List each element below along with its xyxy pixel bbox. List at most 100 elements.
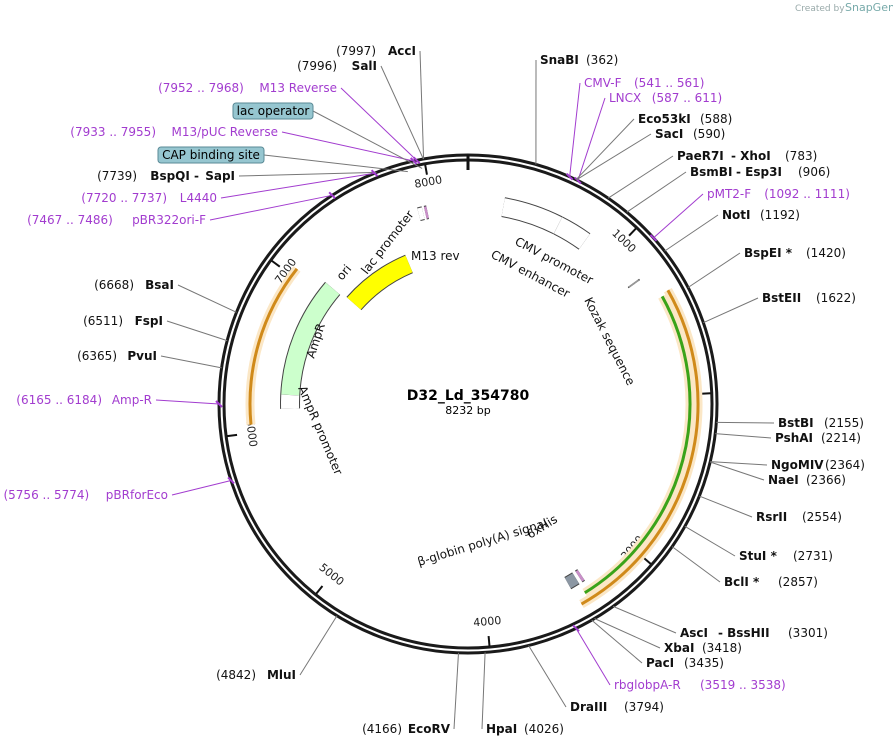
brand-created-by: Created by <box>795 4 845 14</box>
enzyme-position: (588) <box>700 112 732 126</box>
enzyme-position: (783) <box>785 149 817 163</box>
leader-line <box>155 399 220 405</box>
enzyme-label-mlui: MluI <box>267 668 296 682</box>
leader-line <box>709 461 765 481</box>
enzyme-position: (3435) <box>684 656 724 670</box>
leader-line <box>419 50 425 160</box>
primer-label-cmv-f: CMV-F <box>584 76 622 90</box>
tick-label: 5000 <box>317 561 347 589</box>
enzyme-position: (2857) <box>778 575 818 589</box>
primer-label-pbr322ori-f: pBR322ori-F <box>132 213 206 227</box>
enzyme-label-bsmbi: BsmBI <box>690 165 732 179</box>
primer-range-lncx: (587 .. 611) <box>652 91 722 105</box>
leader-line <box>171 479 232 496</box>
enzyme-position: (2155) <box>824 416 864 430</box>
enzyme-position: (4842) <box>216 668 256 682</box>
leader-line <box>577 97 606 181</box>
primer-label-rbglobpa-r: rbglobpA-R <box>614 678 681 692</box>
leader-line <box>710 461 768 466</box>
enzyme-label-snabi: SnaBI <box>540 53 579 67</box>
leader-line <box>699 495 753 518</box>
feature-kozak-sequence <box>628 279 640 288</box>
enzyme-label-bspqi: BspQI - <box>150 169 199 183</box>
enzyme-label-acci: AccI <box>388 44 416 58</box>
plasmid-size: 8232 bp <box>445 404 490 417</box>
feature-label-ori: ori <box>334 262 355 283</box>
enzyme-label-ecorv: EcoRV <box>408 722 451 736</box>
leader-line <box>664 214 719 252</box>
enzyme-position: (6668) <box>94 278 134 292</box>
feature-ampr <box>281 282 340 396</box>
enzyme-label-saci: SacI <box>655 127 683 141</box>
leader-line <box>591 619 643 664</box>
enzyme-position: (1192) <box>760 208 800 222</box>
tick-mark <box>487 635 491 647</box>
primer-range-m13-reverse: (7952 .. 7968) <box>158 81 244 95</box>
enzyme-position: (4026) <box>524 722 564 736</box>
leader-line <box>575 628 611 686</box>
label-leader-lines <box>155 50 775 730</box>
enzyme-position: (590) <box>693 127 725 141</box>
orf-arc <box>580 289 700 606</box>
leader-line <box>687 252 741 288</box>
enzyme-position: (7996) <box>297 59 337 73</box>
primer-range-m13-puc-reverse: (7933 .. 7955) <box>70 125 156 139</box>
primer-site-mark <box>215 400 223 408</box>
primer-label-m13-puc-reverse: M13/pUC Reverse <box>172 125 279 139</box>
enzyme-position: (3794) <box>624 700 664 714</box>
leader-line <box>453 652 459 730</box>
primer-site-mark <box>574 176 582 185</box>
primer-site-mark <box>649 234 658 242</box>
feature-cmv-promoter <box>553 217 590 249</box>
enzyme-position: (2731) <box>793 549 833 563</box>
enzyme-position: (3301) <box>788 626 828 640</box>
feature-label-kozak: Kozak sequence <box>581 295 637 388</box>
leader-line <box>340 87 418 161</box>
enzyme-label-noti: NotI <box>722 208 751 222</box>
enzyme-label-bsshii: - BssHII <box>718 626 770 640</box>
enzyme-label-bspei: BspEI * <box>744 246 793 260</box>
enzyme-label-naei: NaeI <box>768 473 799 487</box>
enzyme-label-fspi: FspI <box>135 314 163 328</box>
enzyme-label-bstbi: BstBI <box>778 416 814 430</box>
enzyme-position: (3418) <box>702 641 742 655</box>
leader-line <box>607 155 674 199</box>
enzyme-label-hpai: HpaI <box>486 722 517 736</box>
primer-range-rbglobpa-r: (3519 .. 3538) <box>700 678 786 692</box>
enzyme-label-paer7i: PaeR7I <box>677 149 724 163</box>
primer-range-cmv-f: (541 .. 561) <box>634 76 704 90</box>
leader-line <box>177 284 237 313</box>
feature-globin-poly-a-signal <box>564 573 580 589</box>
boxed-feature-cap-binding-site: CAP binding site <box>162 148 260 162</box>
orf-arc <box>248 267 299 425</box>
feature-ori <box>347 255 413 310</box>
leader-line <box>715 433 772 439</box>
orf-arcs <box>245 266 703 608</box>
tick-label: 4000 <box>473 614 502 629</box>
leader-line <box>626 171 687 213</box>
tick-mark <box>315 585 324 595</box>
primer-label-amp-r: Amp-R <box>112 393 152 407</box>
enzyme-label-bcli: BclI * <box>724 575 760 589</box>
enzyme-label-sali: SalI <box>352 59 377 73</box>
enzyme-position: (906) <box>798 165 830 179</box>
leader-line <box>380 65 424 160</box>
primer-range-pbrforeco: (5756 .. 5774) <box>3 488 89 502</box>
leader-line <box>299 615 338 676</box>
leader-line <box>684 525 736 557</box>
enzyme-position: (7997) <box>336 44 376 58</box>
leader-line <box>166 320 228 342</box>
primer-site-mark <box>328 191 336 200</box>
primer-site-mark <box>412 156 421 165</box>
feature-label-ampr-promoter: AmpR promoter <box>295 384 345 477</box>
enzyme-label-sapi: SapI <box>205 169 235 183</box>
leader-line <box>481 652 486 730</box>
tick-label: 6000 <box>243 418 260 447</box>
enzyme-label-paci: PacI <box>646 656 674 670</box>
enzyme-label-xbai: XbaI <box>664 641 694 655</box>
enzyme-label-draiii: DraIII <box>570 700 607 714</box>
leader-line <box>528 645 567 708</box>
enzyme-position: (362) <box>586 53 618 67</box>
enzyme-position: (2364) <box>825 458 865 472</box>
feature-m13-rev <box>423 206 429 219</box>
